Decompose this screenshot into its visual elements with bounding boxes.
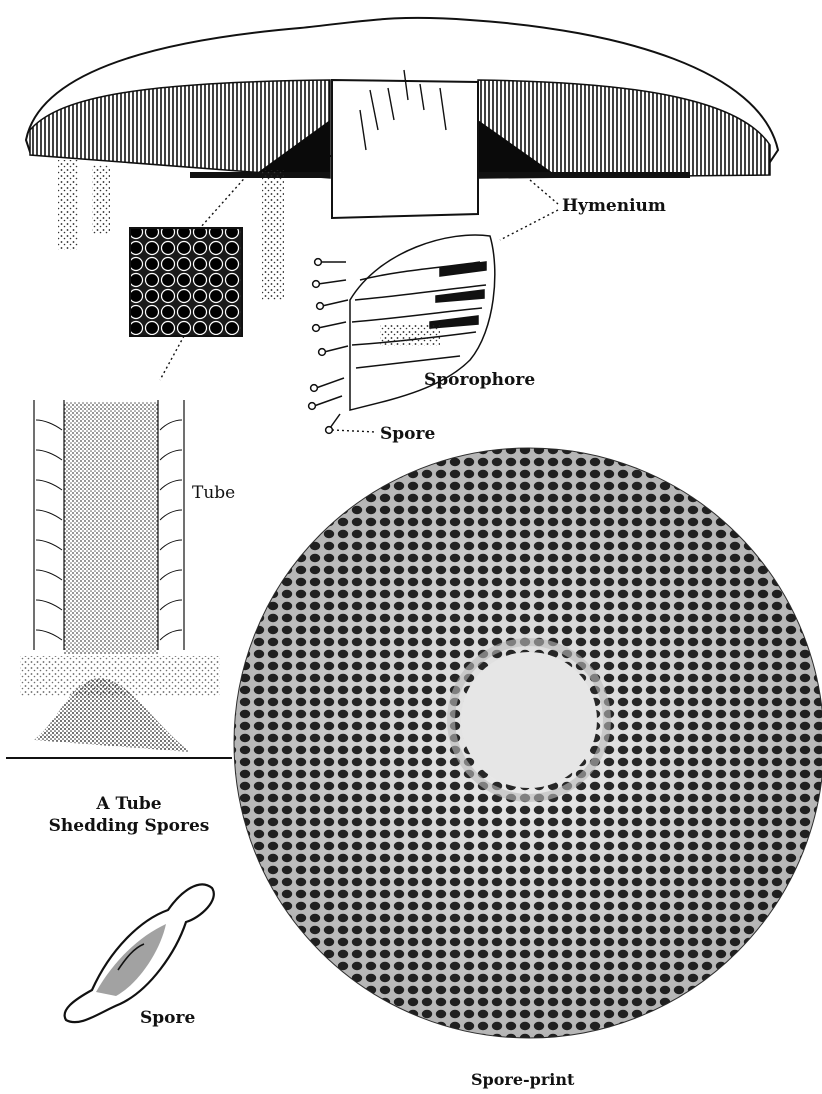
- hymenium-label: Hymenium: [562, 196, 666, 216]
- spore-drawing: [65, 884, 214, 1022]
- spore-print-label: Spore-print: [471, 1070, 574, 1089]
- mushroom-stem: [332, 70, 478, 218]
- tube-mouths-square: [130, 228, 242, 336]
- tube-label: Tube: [192, 483, 235, 503]
- sporophore-cluster: [309, 235, 495, 433]
- sporophore-label: Sporophore: [424, 370, 535, 390]
- tube-section: [6, 400, 232, 758]
- tube-caption-line1: A Tube: [40, 793, 218, 815]
- tube-caption-line2: Shedding Spores: [40, 815, 218, 837]
- spore-label-bottom: Spore: [140, 1008, 195, 1028]
- tube-caption: A Tube Shedding Spores: [40, 793, 218, 837]
- spore-label-top: Spore: [380, 424, 435, 444]
- spore-print: [234, 448, 822, 1038]
